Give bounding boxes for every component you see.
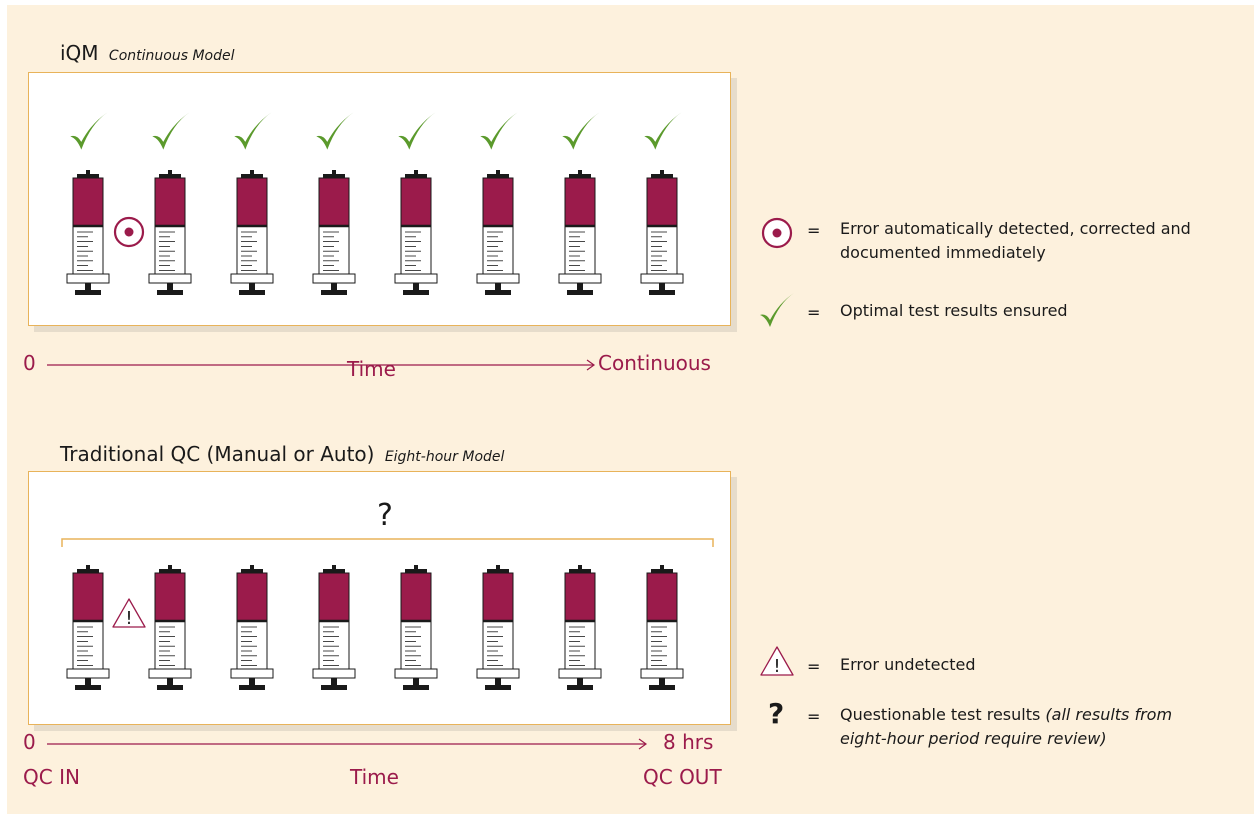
syringe-icon [148,565,192,690]
legend-warning-glyph: ! [773,656,780,677]
syringe-icon [394,565,438,690]
bottom-qc-in-label: QC IN [23,765,80,789]
bottom-qc-out-label: QC OUT [643,765,722,789]
check-icon [234,112,272,150]
syringe-icon [558,565,602,690]
top-syringes [66,112,684,295]
bottom-timeline-axis: Time [350,765,399,789]
legend-check-icon [760,293,794,327]
legend-equals-3: = [807,657,821,676]
check-icon [316,112,354,150]
syringe-icon [230,170,274,295]
check-icon [398,112,436,150]
warning-triangle-icon: ! [112,598,146,629]
syringe-icon [148,170,192,295]
syringe-icon [230,565,274,690]
syringe-icon [312,565,356,690]
top-timeline-end: Continuous [598,351,711,375]
syringe-icon [394,170,438,295]
legend-questionable-prefix: Questionable test results [840,705,1046,724]
legend-question-mark-icon: ? [768,697,785,730]
bottom-syringes: ?! [61,498,714,690]
error-target-circle-icon [113,216,145,248]
top-timeline-axis: Time [347,357,396,381]
check-icon [480,112,518,150]
syringe-icon [476,170,520,295]
legend-equals-1: = [807,221,821,240]
syringe-icon [640,170,684,295]
legend-undetected-text: Error undetected [840,655,976,674]
legend-error-detected-text: Error automatically detected, corrected … [840,219,1191,262]
bottom-timeline-start: 0 [23,730,36,754]
syringe-icon [640,565,684,690]
warning-glyph: ! [125,608,132,629]
legend-equals-2: = [807,303,821,322]
syringe-icon [66,565,110,690]
legend-questionable-note: (all results from eight-hour period requ… [840,705,1173,748]
bottom-panel [28,471,731,725]
check-icon [644,112,682,150]
check-icon [562,112,600,150]
syringe-icon [476,565,520,690]
bottom-title: Traditional QC (Manual or Auto) Eight-ho… [60,442,504,466]
diagram-canvas: iQM Continuous Model 0 Continuous Time T… [7,5,1254,814]
bottom-timeline-end: 8 hrs [663,730,714,754]
legend-optimal-text: Optimal test results ensured [840,301,1068,320]
bracket-line [61,538,714,547]
top-panel [28,72,731,326]
top-title-subtitle: Continuous Model [108,48,235,64]
syringe-icon [312,170,356,295]
bottom-title-main: Traditional QC (Manual or Auto) [60,442,375,466]
bottom-title-subtitle: Eight-hour Model [384,449,505,465]
check-icon [70,112,108,150]
syringe-icon [558,170,602,295]
check-icon [152,112,190,150]
question-mark-icon: ? [377,498,393,533]
legend-target-circle-icon [761,217,793,249]
top-title-main: iQM [60,41,99,65]
top-title: iQM Continuous Model [60,41,234,65]
legend-equals-4: = [807,707,821,726]
syringe-icon [66,170,110,295]
legend-warning-triangle-icon: ! [760,646,794,677]
top-timeline-arrow [47,359,596,371]
legend-questionable-text: Questionable test results (all results f… [840,703,1220,751]
top-timeline-start: 0 [23,351,36,375]
bottom-timeline-arrow [47,738,648,750]
